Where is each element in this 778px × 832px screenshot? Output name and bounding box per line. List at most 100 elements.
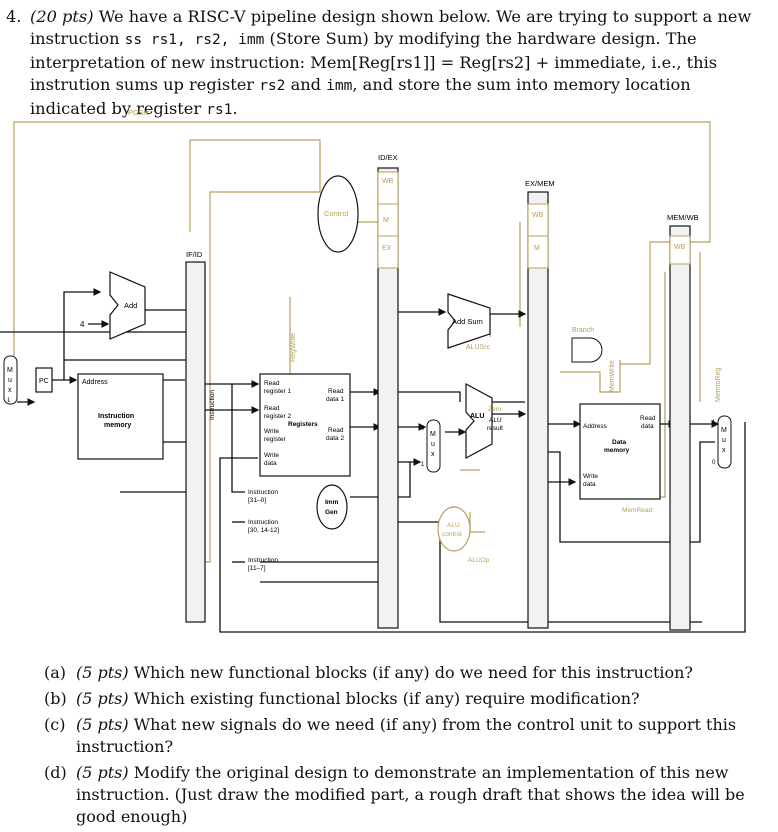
add-label: Add — [124, 301, 137, 310]
wd-b: data — [264, 460, 277, 467]
mux-input-one: 1 — [421, 462, 425, 468]
alu-control: ALU control — [437, 506, 471, 552]
memwb-label: MEM/WB — [667, 213, 699, 222]
exmem-m-box: M — [527, 235, 549, 269]
alu-result-label-1: ALU — [489, 417, 502, 424]
register-file: Read register 1 Read register 2 Write re… — [259, 373, 351, 477]
wb-label: WB — [674, 244, 686, 251]
rr2-a: Read — [264, 405, 280, 412]
part-label: (d) — [44, 763, 67, 782]
register-rs2: rs2 — [259, 78, 286, 95]
mux-letter-m: M — [721, 427, 727, 434]
ex-label: EX — [382, 245, 392, 252]
exmem-label: EX/MEM — [525, 179, 555, 188]
memwb-wb-box: WB — [669, 235, 691, 265]
branch-and-gate: Branch — [571, 327, 603, 363]
dm-data-1: Data — [612, 439, 626, 446]
mux-input-zero: 0 — [712, 460, 716, 466]
rd2-a: Read — [328, 427, 344, 434]
mux-letter-x: x — [722, 447, 726, 454]
memwb-register: MEM/WB — [667, 213, 699, 631]
memtoreg-label: MemtoReg — [715, 368, 722, 402]
mux-letter-u: u — [8, 377, 12, 384]
dm-write-2: data — [583, 481, 596, 488]
pc-register: PC — [35, 367, 53, 393]
question-body: (20 pts) We have a RISC-V pipeline desig… — [30, 6, 758, 121]
instr-11-7-a: Instruction — [248, 557, 278, 564]
memread-label: MemRead — [622, 507, 652, 514]
idex-register: ID/EX — [377, 153, 399, 629]
exmem-wb-box: WB — [527, 203, 549, 237]
part-c: (c) (5 pts) What new signals do we need … — [44, 714, 764, 758]
part-a: (a) (5 pts) Which new functional blocks … — [44, 662, 764, 684]
part-b: (b) (5 pts) Which existing functional bl… — [44, 688, 764, 710]
immediate-imm: imm — [326, 78, 353, 95]
idex-label: ID/EX — [378, 153, 398, 162]
imm-gen-label-1: Imm — [325, 499, 339, 506]
part-points: (5 pts) — [76, 763, 129, 782]
pipeline-diagram: PCSrc IF/ID ID/EX EX/MEM MEM/WB WB M EX … — [0, 108, 746, 633]
add-sum-label: Add Sum — [452, 317, 483, 326]
m-label: M — [534, 245, 540, 252]
question-intro-1: We have a RISC-V pipeline design shown b… — [30, 7, 752, 49]
instr-30-a: Instruction — [248, 519, 278, 526]
part-text: Which existing functional blocks (if any… — [133, 689, 640, 708]
alu-control-label-1: ALU — [447, 522, 460, 529]
register-rs1: rs1 — [206, 101, 233, 118]
registers-label: Registers — [288, 421, 318, 428]
mux-input-one: 1 — [7, 398, 11, 404]
imm-gen: Imm Gen — [316, 484, 348, 530]
wb-label: WB — [532, 212, 544, 219]
question-statement: 4. (20 pts) We have a RISC-V pipeline de… — [6, 6, 758, 121]
dm-read-1: Read — [640, 415, 656, 422]
exmem-register: EX/MEM — [525, 179, 555, 629]
mux-letter-x: x — [431, 451, 435, 458]
part-label: (a) — [44, 663, 67, 682]
mux-letter-u: u — [722, 437, 726, 444]
imm-gen-label-2: Gen — [325, 509, 338, 516]
rr1-b: register 1 — [264, 388, 291, 395]
instruction-vertical-label: Instruction — [209, 390, 216, 420]
constant-four: 4 — [80, 320, 85, 329]
rr2-b: register 2 — [264, 413, 291, 420]
question-intro-3: , and store the sum into memory location… — [30, 75, 691, 118]
alu-label: ALU — [470, 413, 484, 420]
alu: ALU Zero ALU result — [465, 382, 503, 460]
rr1-a: Read — [264, 380, 280, 387]
alusrc-label: ALUSrc — [466, 344, 491, 351]
rd1-a: Read — [328, 388, 344, 395]
mux-letter-u: u — [431, 441, 435, 448]
memtoreg-mux: M u x 1 0 — [712, 415, 732, 469]
question-points: (20 pts) — [30, 7, 94, 27]
dm-address-label: Address — [583, 423, 608, 430]
wd-a: Write — [264, 452, 279, 459]
data-memory: Address Read data Data memory Write data — [579, 403, 661, 500]
ifid-register: IF/ID — [185, 250, 206, 623]
part-text: Modify the original design to demonstrat… — [76, 763, 745, 826]
part-label: (b) — [44, 689, 67, 708]
part-text: Which new functional blocks (if any) do … — [133, 663, 694, 682]
m-label: M — [383, 217, 389, 224]
instr-30-b: [30, 14-12] — [248, 527, 279, 534]
part-points: (5 pts) — [76, 715, 129, 734]
im-label-1: Instruction — [98, 413, 134, 420]
part-text: What new signals do we need (if any) fro… — [76, 715, 737, 756]
pcsrc-label: PCSrc — [128, 108, 150, 117]
mux-letter-m: M — [7, 367, 13, 374]
word-and: and — [290, 75, 322, 95]
question-number: 4. — [6, 7, 22, 26]
pc-label: PC — [39, 378, 49, 385]
im-label-2: memory — [104, 422, 131, 429]
part-points: (5 pts) — [76, 689, 129, 708]
alu-control-label-2: control — [442, 531, 462, 538]
idex-m-box: M — [377, 203, 399, 237]
ifid-label: IF/ID — [186, 250, 203, 259]
dm-data-2: memory — [604, 447, 630, 454]
branch-label: Branch — [572, 327, 594, 334]
pc-adder: Add — [109, 271, 146, 340]
question-intro-2: (Store Sum) by modifying the hardware de… — [30, 29, 718, 95]
pc-mux: M u x 1 — [3, 355, 18, 405]
rd1-b: data 1 — [326, 396, 344, 403]
control-label: Control — [324, 209, 349, 218]
part-label: (c) — [44, 715, 66, 734]
